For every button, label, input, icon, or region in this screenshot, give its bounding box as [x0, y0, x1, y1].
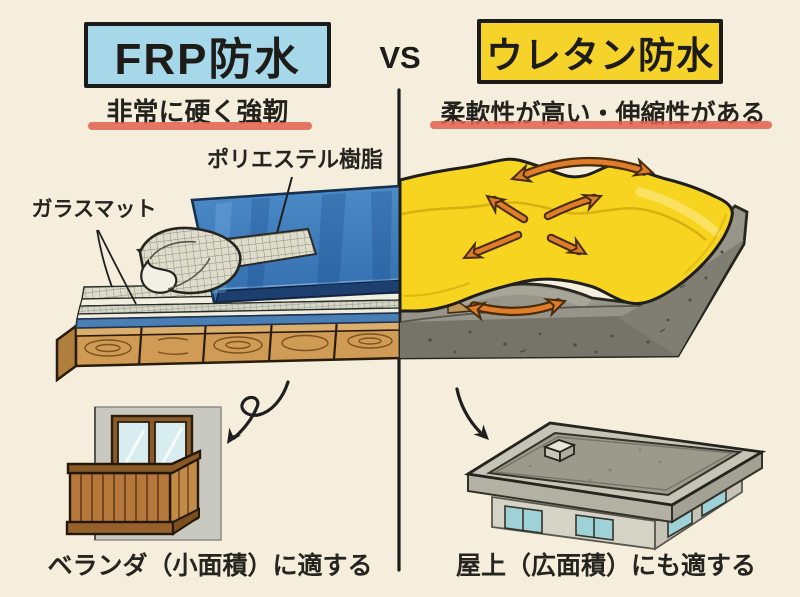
- balcony-railing: [65, 449, 202, 536]
- glass-mat-label: ガラスマット: [31, 198, 157, 221]
- frp-title: FRP防水: [114, 35, 301, 84]
- rooftop-figure: [464, 421, 767, 551]
- wood-grain-strokes: [84, 333, 393, 357]
- roof-hatch: [542, 439, 577, 463]
- urethane-sheet: [398, 157, 734, 313]
- flex-arrows: [461, 156, 656, 322]
- urethane-title: ウレタン防水: [486, 34, 714, 76]
- veranda-figure: [65, 406, 222, 541]
- reference-arrows: [227, 380, 489, 444]
- frp-subtitle-underline: [88, 122, 312, 130]
- veranda-caption: ベランダ（小面積）に適する: [47, 552, 373, 580]
- concrete-speckles: [428, 250, 724, 354]
- urethane-title-box: ウレタン防水: [477, 19, 723, 84]
- glass-mat-peel: [135, 226, 318, 295]
- urethane-cross-section-figure: [398, 156, 749, 360]
- rooftop-caption: 屋上（広面積）にも適する: [455, 552, 756, 580]
- frp-title-box: FRP防水: [84, 22, 331, 88]
- vs-label: VS: [379, 40, 421, 75]
- polyester-resin-label: ポリエステル樹脂: [206, 147, 383, 172]
- urethane-subtitle-underline: [430, 121, 772, 129]
- label-pointer-lines: [96, 176, 293, 305]
